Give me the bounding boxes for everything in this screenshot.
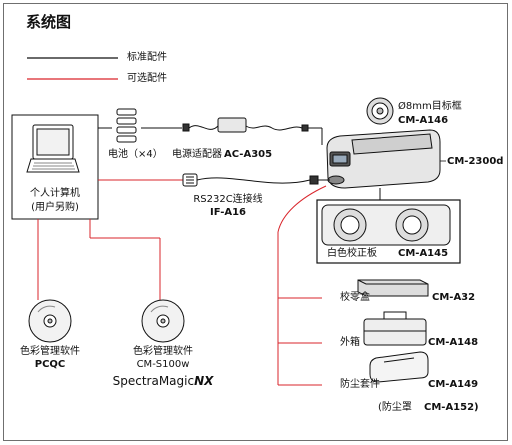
rs232c-cable-model: IF-A16 <box>209 207 247 218</box>
instrument-model: CM-2300d <box>447 156 504 167</box>
software2-label: 色彩管理软件 <box>133 346 193 357</box>
target-mask-icon <box>366 97 394 125</box>
target-mask-model: CM-A146 <box>398 115 449 126</box>
instrument-icon <box>326 129 441 189</box>
dust-cover-icon <box>369 351 429 383</box>
calibration-plate-label: 白色校正板 <box>327 248 377 259</box>
software2-product: SpectraMagicNX <box>103 372 223 388</box>
rs232c-cable-label: RS232C连接线 <box>193 194 263 205</box>
dust-cover-model: CM-A149 <box>428 379 479 390</box>
zero-box-label: 校零盒 <box>340 292 370 303</box>
dust-hood-model: CM-A152) <box>424 402 479 413</box>
software1-name: PCQC <box>34 359 66 370</box>
cd-disc-icon-pcqc <box>28 299 72 343</box>
dust-hood-label: (防尘罩 <box>378 402 412 413</box>
target-mask-label: Ø8mm目标框 <box>398 101 462 112</box>
legend-optional-label: 可选配件 <box>127 73 167 84</box>
calibration-plate-icon <box>321 204 451 246</box>
computer-label: 个人计算机 <box>30 188 80 199</box>
battery-label: 电池（×4） <box>108 149 163 160</box>
ac-adapter-model: AC-A305 <box>224 149 273 160</box>
dust-cover-label: 防尘套件 <box>340 379 380 390</box>
zero-calibration-box-icon <box>357 279 429 297</box>
diagram-frame <box>3 3 508 441</box>
software2-name: CM-S100w <box>136 359 190 370</box>
case-label: 外箱 <box>340 337 360 348</box>
diagram-title: 系统图 <box>26 13 72 31</box>
legend-standard-label: 标准配件 <box>127 52 167 63</box>
ac-adapter-icon <box>182 117 309 133</box>
cd-disc-icon-spectramagic <box>141 299 185 343</box>
laptop-icon <box>26 124 80 173</box>
computer-sublabel: (用户另购) <box>31 202 79 213</box>
software2-product-main: SpectraMagic <box>112 374 195 388</box>
zero-box-model: CM-A32 <box>432 292 476 303</box>
battery-icon <box>116 108 137 143</box>
ac-adapter-name: 电源适配器 <box>172 149 222 160</box>
case-model: CM-A148 <box>428 337 479 348</box>
hard-case-icon <box>363 311 427 346</box>
software2-product-suffix: NX <box>194 374 214 388</box>
calibration-plate-model: CM-A145 <box>398 248 449 259</box>
rs232c-cable-icon <box>182 173 319 187</box>
software1-label: 色彩管理软件 <box>20 346 80 357</box>
